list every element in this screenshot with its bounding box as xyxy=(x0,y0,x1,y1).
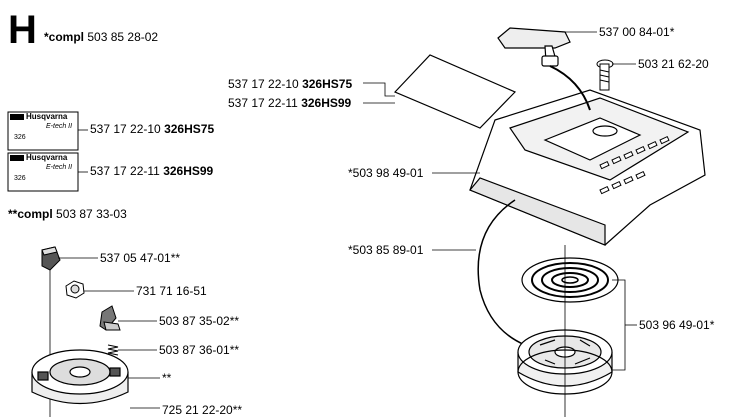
decal-sheet-part-a: 537 17 22-10 xyxy=(228,77,299,91)
starter-rope xyxy=(549,65,591,111)
pawl-part-label: 503 87 35-02** xyxy=(159,314,240,328)
compl-prefix: *compl xyxy=(44,30,85,44)
compl-number: 503 85 28-02 xyxy=(87,30,159,44)
leader-lines-right xyxy=(363,31,637,371)
pawl-icon xyxy=(99,305,121,331)
decal-sheet-label-b: 537 17 22-11 326HS99 xyxy=(228,96,351,110)
starter-pulley xyxy=(517,329,613,395)
cover-part-label: *503 98 49-01 xyxy=(348,166,424,180)
decal-sheet-label-a: 537 17 22-10 326HS75 xyxy=(228,77,352,91)
decal-b-model: 326HS99 xyxy=(163,164,214,178)
complete-assembly-label: *compl 503 85 28-02 xyxy=(44,30,158,44)
cord-part-label: *503 85 89-01 xyxy=(348,243,424,257)
sub-assembly-label: **compl 503 87 33-03 xyxy=(8,207,127,221)
leader-lines-left xyxy=(58,257,160,409)
decal-a-model-small: 326 xyxy=(14,134,26,141)
decal-sheet-part-b: 537 17 22-11 xyxy=(228,96,298,110)
decal-b-line: E-tech II xyxy=(46,164,73,171)
sub-compl-number: 503 87 33-03 xyxy=(56,207,127,221)
hub-marker-label: ** xyxy=(162,371,172,385)
small-spring-part-label: 503 87 36-01** xyxy=(159,343,240,357)
leader-lines-decals xyxy=(78,129,88,173)
handle-part-label: 537 00 84-01* xyxy=(599,25,675,39)
starter-hub xyxy=(31,349,129,405)
pawl-cap xyxy=(41,246,61,271)
decal-a-model: 326HS75 xyxy=(164,122,215,136)
recoil-spring xyxy=(521,257,619,303)
screw-icon xyxy=(596,59,614,91)
decal-sheet xyxy=(393,54,517,129)
small-spring-icon xyxy=(107,344,119,356)
decal-b-brand: Husqvarna xyxy=(26,153,68,162)
decal-a-part: 537 17 22-10 xyxy=(90,122,161,136)
pawl-cap-part-label: 537 05 47-01** xyxy=(100,251,181,265)
decal-sheet-model-b: 326HS99 xyxy=(301,96,352,110)
spring-part-label: 503 96 49-01* xyxy=(639,318,715,332)
nut-icon xyxy=(65,280,85,299)
decal-b-model-small: 326 xyxy=(14,175,26,182)
starter-cord xyxy=(477,199,526,346)
starter-handle xyxy=(497,27,571,67)
decal-a-brand: Husqvarna xyxy=(26,112,68,121)
decal-thumbnail-a xyxy=(7,111,79,151)
section-letter: H xyxy=(8,8,37,52)
decal-b-part: 537 17 22-11 xyxy=(90,164,160,178)
bottom-part-label: 725 21 22-20** xyxy=(162,403,243,417)
decal-a-label: 537 17 22-10 326HS75 xyxy=(90,122,214,136)
starter-cover xyxy=(469,89,706,246)
decal-b-label: 537 17 22-11 326HS99 xyxy=(90,164,213,178)
decal-a-line: E-tech II xyxy=(46,123,73,130)
sub-compl-prefix: **compl xyxy=(8,207,53,221)
nut-part-label: 731 71 16-51 xyxy=(136,284,207,298)
decal-sheet-model-a: 326HS75 xyxy=(302,77,353,91)
screw-part-label: 503 21 62-20 xyxy=(638,57,709,71)
decal-thumbnail-b xyxy=(7,152,79,192)
